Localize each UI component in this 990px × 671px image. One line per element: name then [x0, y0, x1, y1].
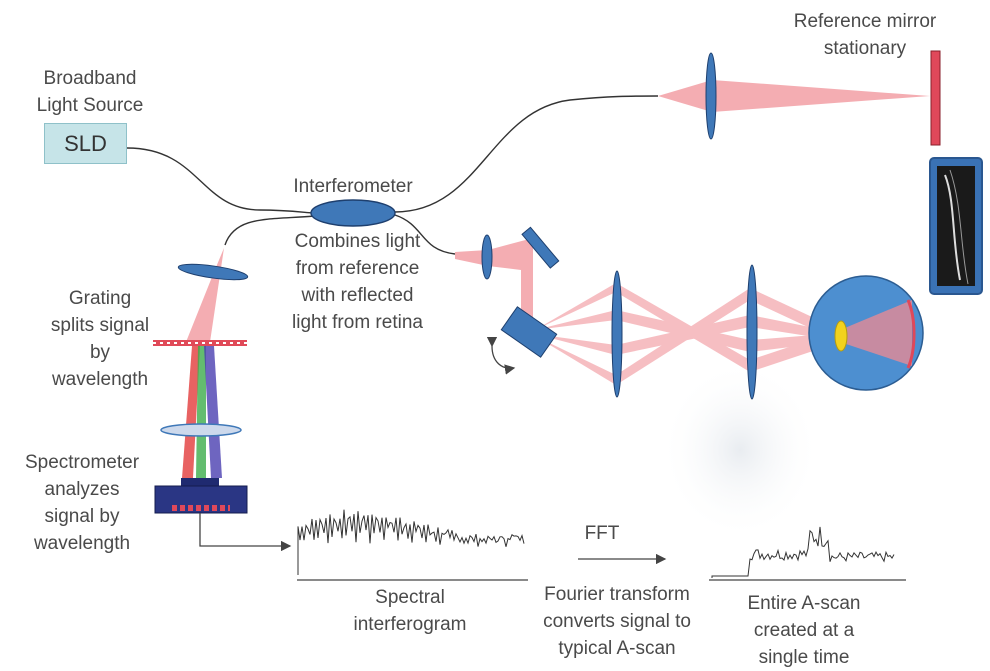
spectrometer-collimator-lens [177, 263, 249, 281]
spectrometer-description: Spectrometer analyzes signal by waveleng… [8, 449, 156, 557]
interferogram-caption: Spectral interferogram [330, 584, 490, 638]
grating-description-line: wavelength [51, 369, 149, 390]
interferometer-description-line: Combines light [294, 231, 421, 252]
reference-beam [658, 80, 930, 112]
background-haze [660, 360, 820, 540]
interferogram-plot [297, 509, 528, 581]
sample-beam-collimated [455, 238, 533, 320]
scan-lens [611, 270, 623, 398]
reference-lens [705, 52, 717, 140]
ascan-caption-line: Entire A-scan [747, 593, 861, 614]
spectrometer-description-line: signal by [44, 506, 120, 527]
interferometer-description-line: from reference [295, 258, 420, 279]
interferometer-title: Interferometer [293, 176, 413, 197]
fft-description-line: Fourier transform [544, 584, 690, 605]
galvo-scanner [500, 306, 558, 358]
scanning-beam-fan [535, 283, 840, 385]
reference-mirror-title-line: stationary [823, 38, 907, 59]
fft-description: Fourier transform converts signal to typ… [522, 581, 712, 662]
light-source-title-line: Light Source [36, 95, 144, 116]
dispersed-beams [182, 346, 222, 478]
reference-mirror-title-line: Reference mirror [793, 11, 937, 32]
interferogram-caption-line: Spectral [375, 587, 445, 608]
fiber-source [126, 147, 313, 214]
grating-description-line: Grating [68, 288, 132, 309]
fiber-spectrometer [224, 215, 316, 246]
diffraction-grating [153, 340, 247, 346]
collimator-lens [481, 234, 493, 280]
fiber-coupler [310, 199, 396, 227]
ascan-caption-line: single time [758, 647, 850, 668]
interferometer-description-line: with reflected [301, 285, 414, 306]
eye [808, 275, 924, 391]
fold-mirror [521, 226, 560, 269]
ascan-plot [709, 526, 906, 581]
reference-mirror-title: Reference mirror stationary [770, 8, 960, 62]
light-source-title-line: Broadband [43, 68, 137, 89]
sld-box: SLD [44, 123, 127, 164]
fft-label: FFT [584, 523, 620, 544]
focusing-lens [160, 423, 242, 437]
grating-description: Grating splits signal by wavelength [30, 285, 170, 393]
fiber-sample [394, 214, 456, 255]
spectrometer-description-line: Spectrometer [24, 452, 140, 473]
reference-mirror [930, 50, 941, 146]
spectrometer-description-line: analyzes [44, 479, 120, 500]
fft-description-line: converts signal to [543, 611, 691, 632]
ascan-caption-line: created at a [753, 620, 855, 641]
fft-description-line: typical A-scan [558, 638, 676, 659]
ocular-lens [746, 264, 758, 400]
signal-arrow [199, 513, 292, 552]
detector-array [154, 478, 248, 514]
retina-scan-inset [929, 157, 983, 295]
grating-description-line: by [89, 342, 111, 363]
interferometer-description-line: light from retina [292, 312, 423, 333]
galvo-rotation-icon [486, 336, 516, 375]
light-source-title: Broadband Light Source [30, 65, 150, 119]
ascan-caption: Entire A-scan created at a single time [724, 590, 884, 671]
fiber-reference [394, 95, 659, 213]
sld-label: SLD [64, 130, 107, 156]
spectrometer-input-beam [186, 248, 224, 342]
spectrometer-description-line: wavelength [33, 533, 131, 554]
interferometer-description: Combines light from reference with refle… [270, 228, 445, 336]
interferogram-caption-line: interferogram [353, 614, 467, 635]
grating-description-line: splits signal [50, 315, 150, 336]
